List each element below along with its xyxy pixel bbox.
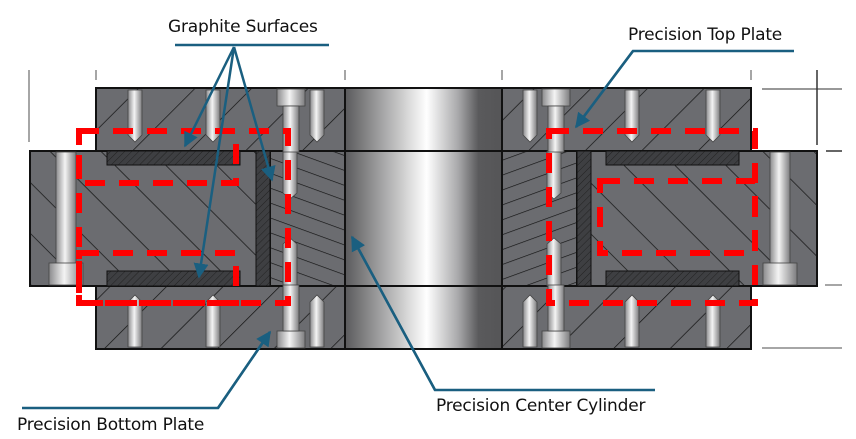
graphite-surface-top-left [106,150,241,166]
reference-marks [28,70,842,349]
highlight-right-inner [597,178,758,256]
graphite-surface-top-right [605,150,740,166]
precision-top-plate-label: Precision Top Plate [628,25,783,45]
graphite-leader-arrow-3 [232,46,276,182]
graphite-surfaces-label: Graphite Surfaces [168,17,318,37]
graphite-surface-inner-right [576,150,592,287]
graphite-leader-arrow-2 [193,46,236,279]
bolts [48,88,798,349]
graphite-surfaces [106,150,740,287]
highlight-right-outer [546,128,758,306]
graphite-highlight-boxes [76,128,758,306]
graphite-surface-bottom-left [106,270,241,287]
highlight-left-inner-top [76,128,239,186]
graphite-surface-bottom-right [605,270,740,287]
precision-center-cylinder [344,87,503,350]
precision-center-cylinder-label: Precision Center Cylinder [436,396,646,416]
graphite-surface-inner-left [255,150,271,287]
precision-bottom-plate-label: Precision Bottom Plate [17,415,205,435]
highlight-left-inner-bottom [76,250,239,306]
leader-lines [22,43,794,410]
graphite-leader-arrow-1 [183,46,236,148]
